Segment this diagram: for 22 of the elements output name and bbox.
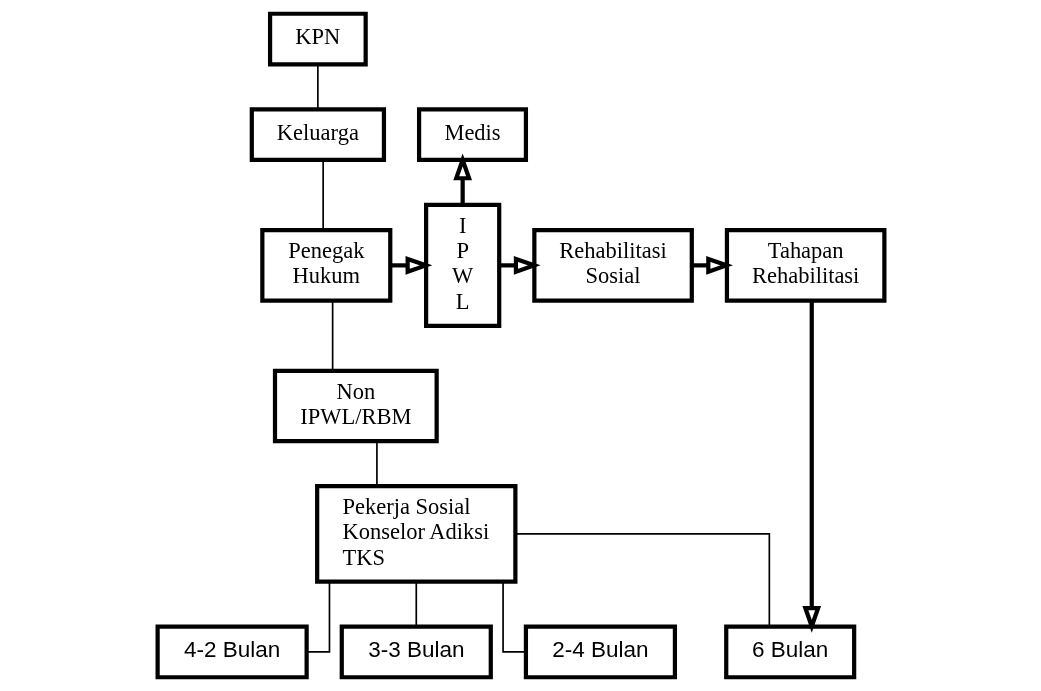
connector — [514, 533, 770, 628]
arrow — [801, 301, 821, 633]
node-box: Pekerja Sosial Konselor Adiksi TKS — [314, 483, 517, 584]
connector — [375, 440, 378, 487]
connector — [501, 581, 526, 653]
node-box: 2-4 Bulan — [523, 624, 677, 680]
node-box: Keluarga — [249, 107, 386, 163]
node-box: 4-2 Bulan — [155, 624, 309, 680]
node-box: Penegak Hukum — [259, 228, 392, 303]
arrow — [452, 153, 472, 205]
node-box: 3-3 Bulan — [339, 624, 493, 680]
connector — [316, 63, 319, 110]
node-box: KPN — [267, 11, 368, 67]
node-box: Medis — [416, 107, 528, 163]
connector — [414, 581, 417, 628]
node-box: Rehabilitasi Sosial — [531, 228, 694, 303]
connector — [305, 581, 330, 653]
node-box: I P W L — [423, 202, 501, 328]
node-box: Non IPWL/RBM — [272, 368, 439, 444]
node-box: Tahapan Rehabilitasi — [724, 228, 886, 303]
node-box: 6 Bulan — [723, 624, 856, 680]
connector — [331, 300, 333, 372]
